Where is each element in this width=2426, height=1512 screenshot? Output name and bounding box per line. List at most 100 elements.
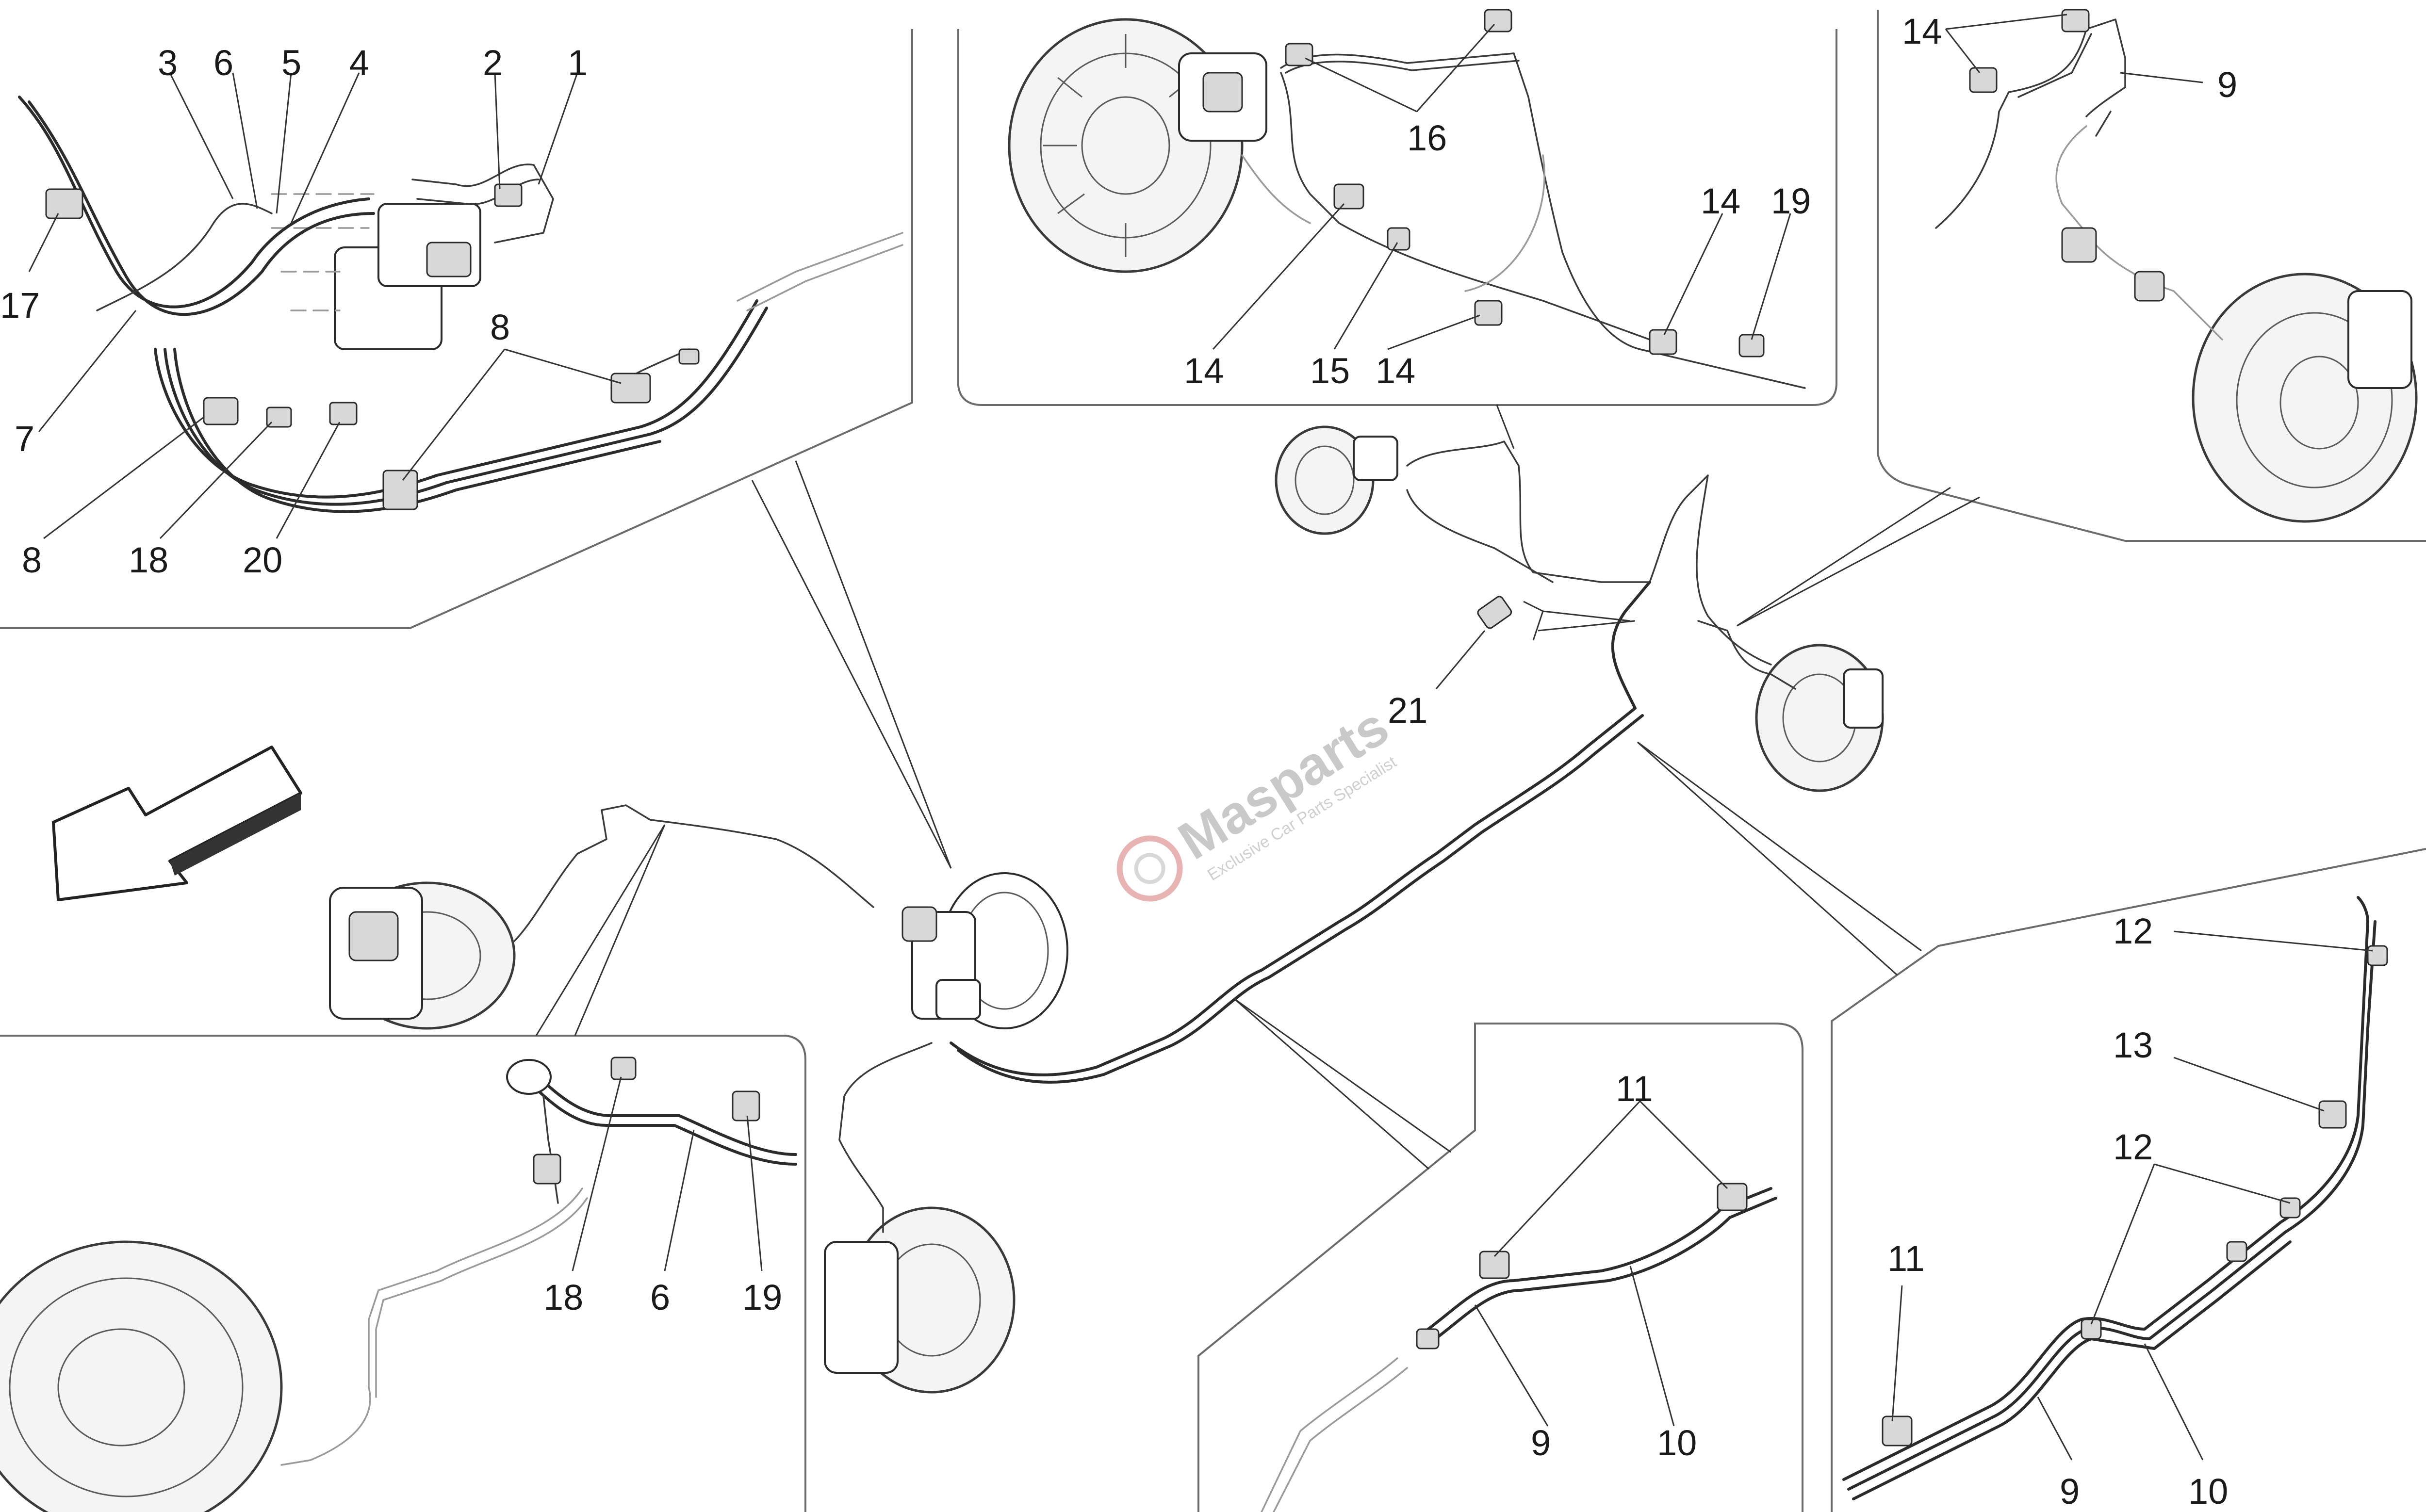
bracket-tr — [2061, 227, 2097, 263]
callout-17: 17 — [0, 285, 40, 325]
zoom-line-tl-a — [751, 480, 952, 869]
leader-21-brace — [1523, 601, 1636, 641]
clip-8-upper — [610, 373, 651, 404]
callout-6-bl: 6 — [650, 1277, 670, 1317]
brake-lines-bc — [1261, 1187, 1777, 1512]
panel-bottom-left: 18 6 19 — [0, 1057, 797, 1512]
leaders-br — [1891, 930, 2373, 1461]
clip-19-tc — [1738, 334, 1765, 358]
clip-11-bc-right — [1717, 1183, 1748, 1211]
callout-7: 7 — [15, 419, 34, 459]
front-disc-bl — [0, 1240, 283, 1512]
watermark: Masparts Exclusive Car Parts Specialist — [1116, 696, 1400, 902]
clip-12-b — [2226, 1241, 2247, 1262]
panel-bottom-right: 12 13 12 11 9 10 — [1842, 896, 2388, 1512]
clip-11-br — [1882, 1415, 1913, 1447]
callout-6: 6 — [213, 43, 233, 83]
callout-20: 20 — [243, 540, 282, 580]
callout-12-br: 12 — [2113, 1127, 2153, 1167]
frame-bottom-right — [1831, 848, 2426, 1512]
callouts-tc: 16 14 19 14 15 14 — [1184, 118, 1811, 391]
callout-16: 16 — [1407, 118, 1447, 158]
bracket-15 — [1387, 227, 1410, 251]
panel-top-right: 14 9 — [1902, 9, 2418, 523]
clip-18 — [266, 406, 292, 428]
callout-11-br: 11 — [1887, 1238, 1925, 1279]
callout-14-tc-mid: 14 — [1376, 351, 1415, 391]
leaders-bc — [1474, 1100, 1728, 1427]
front-left-brake-main — [329, 804, 874, 1030]
main-assembly: 21 — [329, 425, 1884, 1394]
callout-9-tr: 9 — [2217, 65, 2237, 105]
panel-top-center: 16 14 19 14 15 14 — [1008, 9, 1811, 391]
callout-10-bc: 10 — [1657, 1423, 1697, 1463]
clip-14-tr-left — [1969, 67, 1998, 93]
zoom-line-tl-b — [795, 460, 952, 869]
clip-19-bl — [732, 1090, 760, 1122]
frame-top-left — [0, 29, 913, 629]
callout-18-tl: 18 — [129, 540, 168, 580]
clip-14-mid — [1474, 300, 1503, 326]
callout-12-br-top: 12 — [2113, 911, 2153, 951]
clip-20 — [329, 402, 358, 425]
callout-5: 5 — [281, 43, 301, 83]
callout-8-lower: 8 — [22, 540, 42, 580]
brake-lines-tc — [1241, 52, 1806, 389]
zoom-line-bc-b — [1234, 998, 1451, 1153]
callout-18-bl: 18 — [543, 1277, 583, 1317]
zoom-lines — [535, 405, 1980, 1170]
frame-top-center — [957, 29, 1837, 406]
caliper-tc — [1178, 52, 1267, 142]
zoom-line-bl-a — [535, 824, 666, 1036]
abs-modulator — [271, 193, 481, 350]
clip-8-bottom — [382, 470, 418, 510]
panel-bottom-center: 11 9 10 — [1261, 1069, 1777, 1512]
callout-15: 15 — [1310, 351, 1350, 391]
clip-8-lower — [203, 397, 239, 425]
panel-top-left: 3 6 5 4 2 1 17 8 7 8 18 20 — [0, 43, 903, 580]
callout-14-tc-left: 14 — [1184, 351, 1224, 391]
leaders-tl — [28, 72, 622, 539]
callouts-tl: 3 6 5 4 2 1 17 8 7 8 18 20 — [0, 43, 588, 580]
frame-top-right — [1877, 10, 2426, 542]
callout-14-tr: 14 — [1902, 11, 1942, 51]
bracket-tr-2 — [2134, 271, 2165, 302]
master-cylinder-booster — [902, 872, 1068, 1029]
fitting-12-top — [2367, 945, 2388, 966]
front-right-brake-main — [824, 1042, 1016, 1394]
callouts-br: 12 13 12 11 9 10 — [1887, 911, 2228, 1512]
frame-bottom-center — [1197, 1023, 1803, 1512]
arrow-front-left-icon — [52, 746, 302, 901]
callout-1: 1 — [568, 43, 588, 83]
callout-13: 13 — [2113, 1025, 2153, 1065]
front-brake-lines-tl — [18, 96, 903, 513]
zoom-line-br-a — [1637, 741, 1898, 976]
panel-frames — [0, 10, 2426, 1512]
callout-14-tc-right: 14 — [1701, 181, 1740, 221]
callouts-tr: 14 9 — [1902, 11, 2237, 105]
rear-right-brake-main — [1697, 620, 1884, 792]
fitting-13 — [2318, 1100, 2347, 1129]
clip-21 — [1477, 596, 1512, 629]
callouts-bl: 18 6 19 — [543, 1277, 782, 1317]
callout-11-bc: 11 — [1616, 1069, 1653, 1109]
callout-19-bl: 19 — [742, 1277, 782, 1317]
callouts-bc: 11 9 10 — [1531, 1069, 1697, 1463]
rear-axle-brake — [1275, 425, 1651, 583]
zoom-line-tr-a — [1737, 487, 1951, 627]
clip-14-left — [1333, 183, 1364, 210]
clip-12-c — [2279, 1197, 2301, 1219]
fitting-tl-right — [678, 348, 700, 365]
callout-19-tc: 19 — [1771, 181, 1811, 221]
leaders-bl — [572, 1076, 763, 1271]
rear-disc-tr — [2192, 273, 2418, 523]
callout-2: 2 — [483, 43, 503, 83]
callout-9-br: 9 — [2060, 1471, 2080, 1512]
zoom-line-tc — [1496, 405, 1515, 449]
leader-21 — [1435, 630, 1486, 689]
clip-11-bc-left — [1479, 1251, 1510, 1279]
callout-9-bc: 9 — [1531, 1423, 1551, 1463]
watermark-logo-icon — [1116, 835, 1183, 902]
fitting-bl — [533, 1154, 561, 1185]
